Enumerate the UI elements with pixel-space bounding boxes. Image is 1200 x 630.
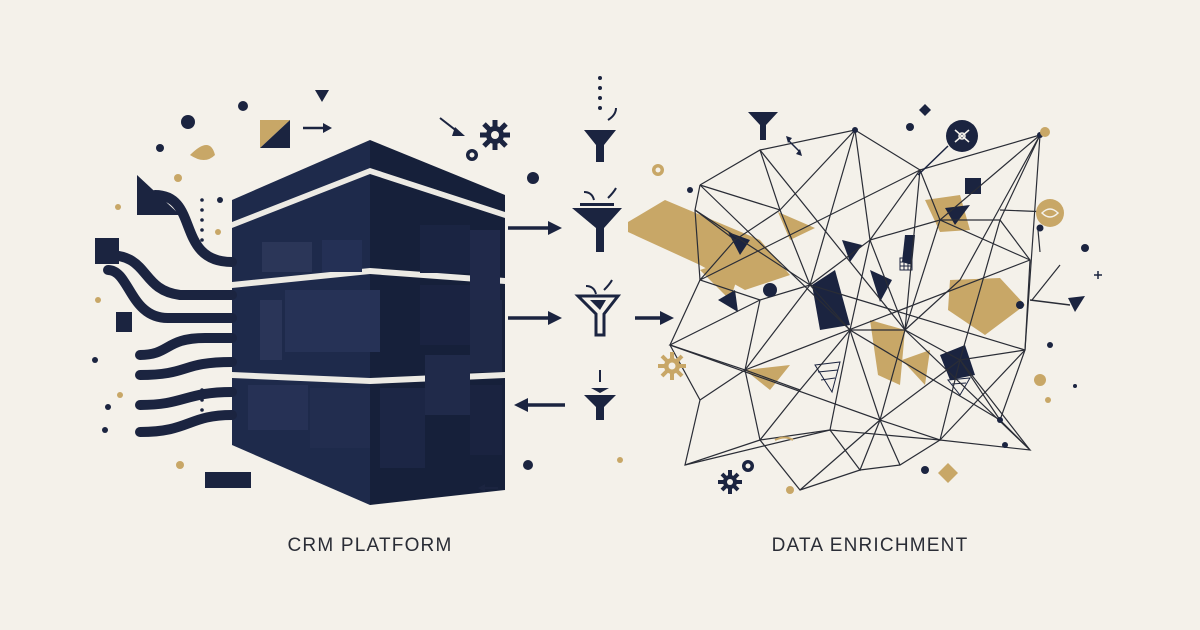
crm-block-icon: [232, 140, 505, 505]
gear-icon-small: [658, 352, 754, 494]
funnel-icon: [523, 76, 623, 470]
data-enrichment-label: DATA ENRICHMENT: [771, 535, 969, 556]
gold-data-stream: [628, 200, 790, 290]
flow-arrows: [478, 221, 674, 492]
shuffle-badge-icon: [1036, 199, 1064, 227]
right-decorations: [652, 104, 1102, 494]
gear-icon: [439, 117, 510, 161]
cable-lines: [103, 190, 237, 437]
network-mesh-icon: [668, 127, 1085, 491]
left-decorations: [92, 90, 332, 488]
crm-platform-label: CRM PLATFORM: [287, 535, 453, 556]
